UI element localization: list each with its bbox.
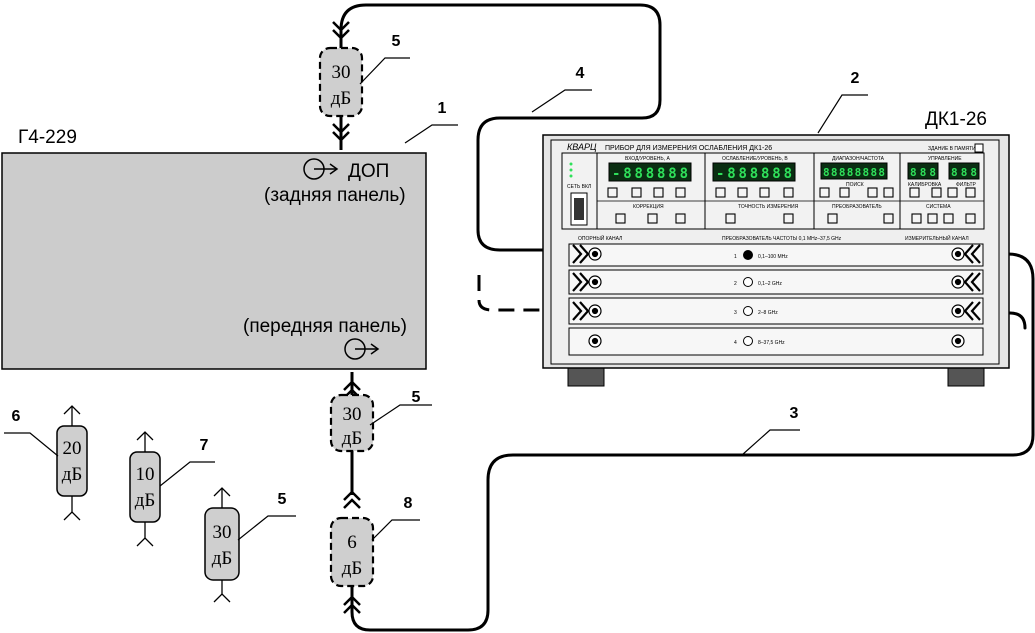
svg-text:8–37,5 GHz: 8–37,5 GHz: [758, 340, 785, 346]
attenuator-spare-20[interactable]: 20 дБ: [56, 405, 88, 521]
svg-text:30: 30: [332, 62, 351, 83]
meter-brand: КВАРЦ: [567, 142, 597, 152]
sub-label-2: ПРЕОБРАЗОВАТЕЛЬ: [832, 204, 882, 210]
attenuator-spare-30[interactable]: 30 дБ: [204, 487, 240, 603]
rf-connectors[interactable]: [588, 247, 965, 348]
svg-text:3: 3: [734, 310, 737, 316]
svg-text:10: 10: [136, 464, 155, 485]
front-output-icon: [344, 338, 380, 360]
callout-lines: [4, 57, 868, 541]
callout-6: 6: [12, 408, 21, 425]
svg-text:СЕТЬ ВКЛ: СЕТЬ ВКЛ: [567, 184, 591, 190]
display-4b: [948, 162, 980, 180]
svg-text:30: 30: [343, 404, 362, 425]
band-module-2[interactable]: 2 0,1–2 GHz: [568, 269, 984, 295]
display-4a-unit: КАЛИБРОВКА: [908, 182, 942, 188]
svg-text:дБ: дБ: [212, 548, 233, 569]
svg-text:2–8 GHz: 2–8 GHz: [758, 310, 778, 316]
band-module-1[interactable]: 1 0,1–100 МНz: [568, 243, 984, 267]
attenuator-spare-10[interactable]: 10 дБ: [129, 431, 161, 547]
display-2-label: ОСЛАБЛЕНИЕ/УРОВЕНЬ, B: [722, 156, 788, 162]
sub-label-1: ТОЧНОСТЬ ИЗМЕРЕНИЯ: [738, 204, 799, 210]
generator-body: [1, 152, 427, 370]
rear-output-label: ДОП: [348, 161, 389, 182]
display-2: [712, 162, 796, 182]
display-4b-value: 888: [951, 166, 977, 179]
callout-3: 3: [790, 405, 799, 422]
display-1-value: -888888: [612, 166, 688, 182]
callout-5-spare: 5: [278, 491, 287, 508]
display-4b-unit: ФИЛЬТР: [956, 182, 977, 188]
rear-panel-label: (задняя панель): [264, 185, 406, 206]
power-block: СЕТЬ ВКЛ: [567, 162, 591, 226]
svg-text:4: 4: [734, 340, 737, 346]
display-4a-value: 888: [910, 166, 936, 179]
input-channel-label: ОПОРНЫЙ КАНАЛ: [578, 234, 622, 242]
svg-text:2: 2: [734, 281, 737, 287]
attenuator-front-30[interactable]: 30 дБ: [329, 393, 375, 453]
svg-text:дБ: дБ: [342, 428, 363, 449]
svg-text:дБ: дБ: [62, 464, 83, 485]
sub-label-3: СИСТЕМА: [926, 204, 951, 210]
display-3-value: 88888888: [823, 166, 885, 179]
callout-4: 4: [576, 65, 585, 82]
output-channel-label: ИЗМЕРИТЕЛЬНЫЙ КАНАЛ: [905, 234, 969, 242]
display-1-label: ВХОД/УРОВЕНЬ, A: [625, 156, 670, 162]
svg-text:6: 6: [347, 532, 357, 553]
converter-title: ПРЕОБРАЗОВАТЕЛЬ ЧАСТОТЫ 0,1 МНz–37,5 GHz: [722, 236, 842, 242]
meter-name: ДК1-26: [925, 109, 987, 130]
display-2-value: -888888: [716, 166, 792, 182]
svg-text:0,1–100 МНz: 0,1–100 МНz: [758, 254, 788, 260]
panel-buttons[interactable]: [607, 187, 976, 224]
cable-loop-stub: [976, 311, 1027, 330]
svg-text:дБ: дБ: [342, 558, 363, 579]
meter-remote-label: ЗДАНИЕ В ПАМЯТИ: [928, 146, 976, 152]
callout-7: 7: [200, 437, 209, 454]
attenuator-front-6[interactable]: 6 дБ: [329, 516, 375, 588]
display-4a: [907, 162, 939, 180]
meter-connector-chevrons: [572, 244, 981, 321]
svg-text:0,1–2 GHz: 0,1–2 GHz: [758, 281, 782, 287]
cable-4: [339, 3, 662, 252]
display-1: [608, 162, 692, 182]
svg-text:дБ: дБ: [135, 490, 156, 511]
callout-5-mid: 5: [412, 389, 421, 406]
callout-8: 8: [404, 495, 413, 512]
display-3-unit: ПОИСК: [846, 182, 864, 188]
remote-indicator: [974, 143, 984, 153]
dashed-cable: [477, 275, 575, 312]
meter-title: ПРИБОР ДЛЯ ИЗМЕРЕНИЯ ОСЛАБЛЕНИЯ ДК1-26: [605, 145, 772, 152]
meter-feet: [567, 365, 985, 387]
display-3: [820, 162, 888, 180]
svg-text:30: 30: [213, 522, 232, 543]
band-module-3[interactable]: 3 2–8 GHz: [568, 297, 984, 325]
generator-name: Г4-229: [18, 127, 77, 148]
front-panel-label: (передняя панель): [243, 316, 407, 337]
rear-output-icon: [303, 158, 339, 180]
svg-text:20: 20: [63, 438, 82, 459]
display-3-label: ДИАПАЗОН/ЧАСТОТА: [832, 156, 885, 162]
svg-text:1: 1: [734, 254, 737, 260]
attenuator-top[interactable]: 30 дБ: [318, 46, 364, 118]
cable-3: [350, 252, 1035, 632]
callout-2: 2: [851, 70, 860, 87]
callout-5-top: 5: [392, 33, 401, 50]
display-4-label: УПРАВЛЕНИЕ: [928, 156, 962, 162]
sub-label-0: КОРРЕКЦИЯ: [633, 204, 664, 210]
svg-text:дБ: дБ: [331, 88, 352, 109]
band-module-4[interactable]: 4 8–37,5 GHz: [568, 327, 984, 356]
callout-1: 1: [438, 100, 447, 117]
